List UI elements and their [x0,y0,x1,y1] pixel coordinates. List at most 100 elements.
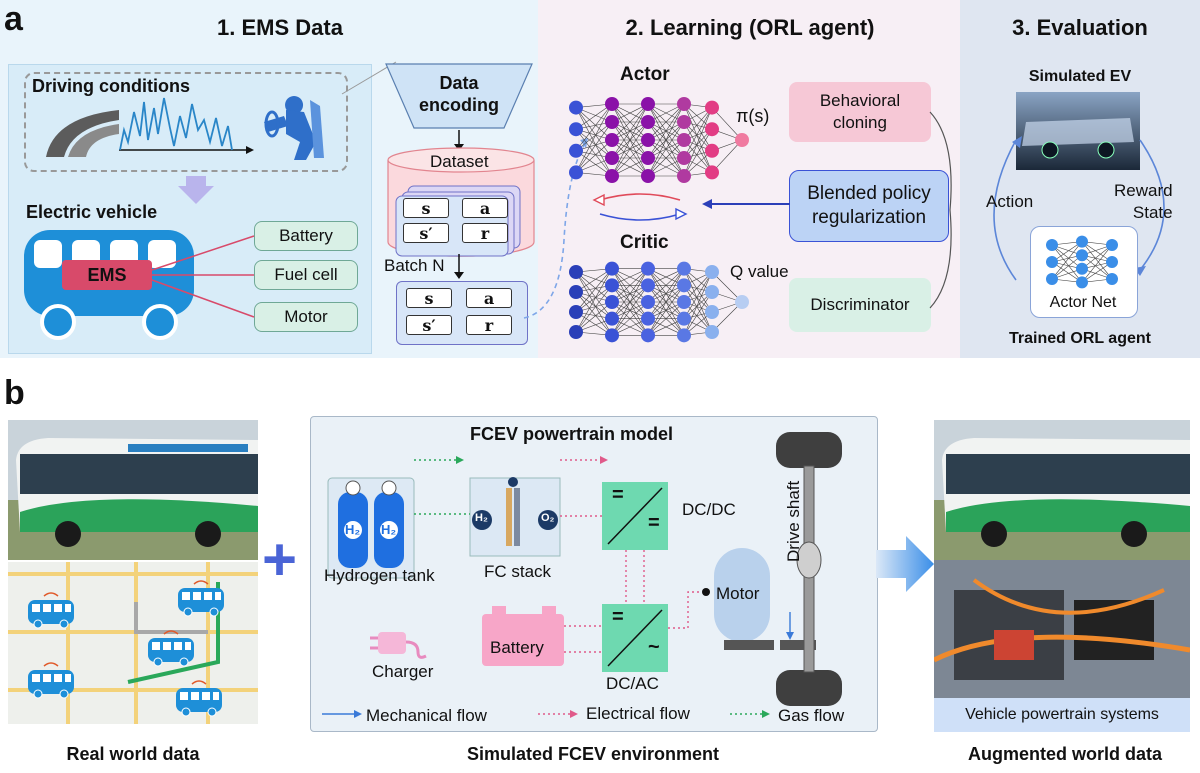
powertrain-lab-photo [934,560,1190,698]
actor-edge [683,129,713,177]
actor-net-edge [1081,244,1113,283]
critic-node [677,311,691,326]
actor-net-edge [1051,254,1083,280]
batch-label: Batch N [384,256,445,275]
critic-node [705,305,719,319]
augment-arrow [876,536,934,592]
batch-to-networks-dashed-arrow [523,138,588,319]
dataset-tuple-r: r [462,223,508,243]
critic-node [705,285,719,299]
actor-net-node [1046,273,1058,285]
actor-node [641,151,655,165]
actor-node [569,143,583,158]
actor-edge [575,107,613,177]
actor-title: Actor [620,64,670,85]
actor-edge [647,121,685,177]
map-bus-icon [178,580,224,617]
driving-conditions-box [24,72,348,172]
critic-title: Critic [620,232,669,253]
map-bus-icons [28,580,224,717]
actor-edge [575,128,613,159]
drive-shaft-label: Drive shaft [784,480,803,562]
actor-edge [683,103,713,173]
hydrogen-tank-label: Hydrogen tank [324,566,435,585]
actor-edge [711,139,743,173]
battery-label: Battery [490,638,544,657]
critic-edge [575,291,613,319]
map-bus-icon [148,630,194,667]
actor-edge [575,129,613,177]
legend-mechanical: Mechanical flow [366,706,487,725]
actor-node [569,100,583,115]
dataset-tuple-a: a [462,198,508,218]
fuel-cell-component-box: Fuel cell [254,260,358,290]
plus-sign: + [262,526,298,593]
charger-label: Charger [372,662,434,681]
actor-edge [575,121,613,152]
discriminator-box: Discriminator [789,278,931,332]
actor-edge [575,103,613,173]
legend-electrical: Electrical flow [586,704,690,723]
critic-node [641,295,655,309]
critic-edge [611,268,649,319]
section-2-title: 2. Learning (ORL agent) [625,15,875,40]
actor-edge [647,103,685,159]
simulated-env-label: Simulated FCEV environment [466,744,720,764]
section-1-title: 1. EMS Data [217,15,343,40]
critic-edge [575,291,613,336]
actor-edge [575,103,613,151]
actor-edge [683,107,713,177]
battery-component-box: Battery [254,221,358,251]
vehicle-powertrain-label: Vehicle powertrain systems [934,698,1190,732]
actor-node [569,122,583,137]
q-value-label: Q value [730,262,789,281]
batch-tuple-s: s [406,288,452,308]
actor-net-edge [1081,241,1113,280]
dcdc-eq-bottom: = [648,512,660,534]
actor-edge [683,107,713,141]
legend-gas: Gas flow [778,706,845,725]
critic-edge [575,285,613,333]
critic-edge [711,271,743,303]
driving-conditions-label: Driving conditions [32,76,191,96]
real-bus-photo [8,420,258,560]
actor-edge [711,107,743,141]
critic-edge [575,268,613,293]
dcac-eq: = [612,606,624,628]
down-arrow [178,176,214,204]
actor-edge [611,121,649,177]
actor-edge [683,107,713,159]
map-bus-icon [28,662,74,699]
critic-edge [611,268,649,303]
critic-edge [683,291,713,336]
motor-component-box: Motor [254,302,358,332]
critic-edge [611,301,649,336]
critic-edge [575,271,613,319]
critic-node [569,325,583,339]
fc-o2-symbol: O₂ [541,512,555,524]
actor-node [677,169,691,183]
actor-node [605,151,619,165]
critic-edge [683,285,713,333]
critic-node [677,278,691,293]
actor-net-edge [1051,244,1083,283]
critic-edge [647,301,685,336]
critic-edge [683,271,713,319]
dataset-label: Dataset [430,152,489,171]
action-label: Action [986,192,1034,211]
actor-node [569,165,583,180]
h2-symbol-left: H₂ [345,522,361,537]
fc-h2-symbol: H₂ [475,512,488,524]
critic-edge [683,268,713,313]
batch-tuple-a: a [466,288,512,308]
critic-node [677,295,691,309]
actor-net-edge [1051,241,1083,280]
fc-stack-label: FC stack [484,562,552,581]
actor-edge [575,139,613,173]
fcev-model-title: FCEV powertrain model [470,424,674,444]
actor-edge [575,121,613,173]
actor-node [605,169,619,183]
